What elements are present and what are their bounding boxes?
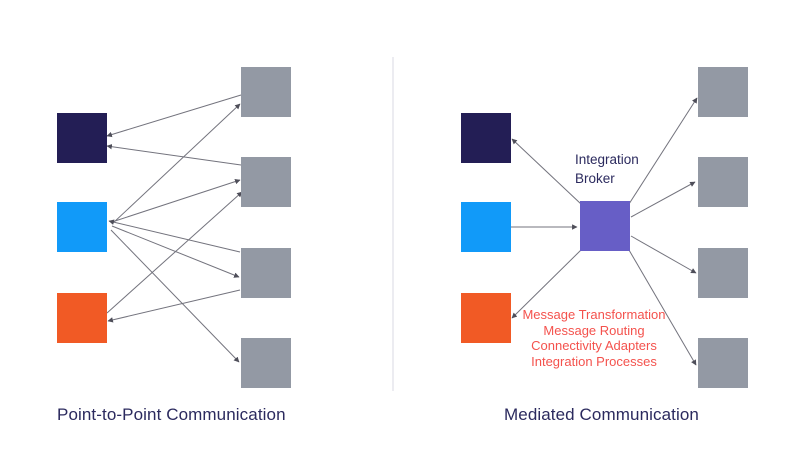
edge-s2-to-t2 (111, 178, 241, 223)
edge-t1-to-s1 (106, 94, 242, 138)
p2p-target-node-2 (241, 157, 291, 207)
mediated-target-node-4 (698, 338, 748, 388)
mediated-target-node-3 (698, 248, 748, 298)
mediated-source-node-navy (461, 113, 511, 163)
p2p-source-node-orange (57, 293, 107, 343)
mediated-source-node-blue (461, 202, 511, 252)
edge-broker-to-t4 (628, 249, 697, 366)
p2p-target-node-4 (241, 338, 291, 388)
integration-broker-node (580, 201, 630, 251)
p2p-target-node-1 (241, 67, 291, 117)
edge-broker-to-t1 (628, 97, 698, 205)
mediated-target-node-1 (698, 67, 748, 117)
edge-broker-to-s3 (511, 249, 582, 319)
broker-service-item: Message Routing (543, 322, 645, 338)
edge-t2-to-s1 (106, 143, 242, 166)
edge-t3-to-s2 (108, 219, 241, 253)
edge-broker-to-s1 (511, 138, 582, 205)
mediated-target-node-2 (698, 157, 748, 207)
p2p-source-node-navy (57, 113, 107, 163)
edge-s2-to-t1 (111, 103, 241, 225)
edge-broker-to-t2 (630, 181, 696, 218)
integration-broker-label-line: Integration (575, 152, 639, 167)
panel-divider (392, 57, 394, 391)
integration-broker-label-line: Broker (575, 171, 615, 186)
p2p-source-node-blue (57, 202, 107, 252)
broker-service-item: Message Transformation (522, 307, 666, 322)
edge-s3-to-t2 (106, 191, 243, 314)
edge-t3-to-s3 (107, 289, 241, 323)
edge-s2-to-t4 (110, 229, 240, 363)
broker-service-item: Connectivity Adapters (531, 338, 657, 353)
broker-service-item: Integration Processes (531, 353, 657, 369)
p2p-target-node-3 (241, 248, 291, 298)
right-panel-caption: Mediated Communication (504, 405, 699, 424)
mediated-source-node-orange (461, 293, 511, 343)
left-panel-caption: Point-to-Point Communication (57, 405, 286, 424)
edge-broker-to-t3 (630, 235, 697, 274)
